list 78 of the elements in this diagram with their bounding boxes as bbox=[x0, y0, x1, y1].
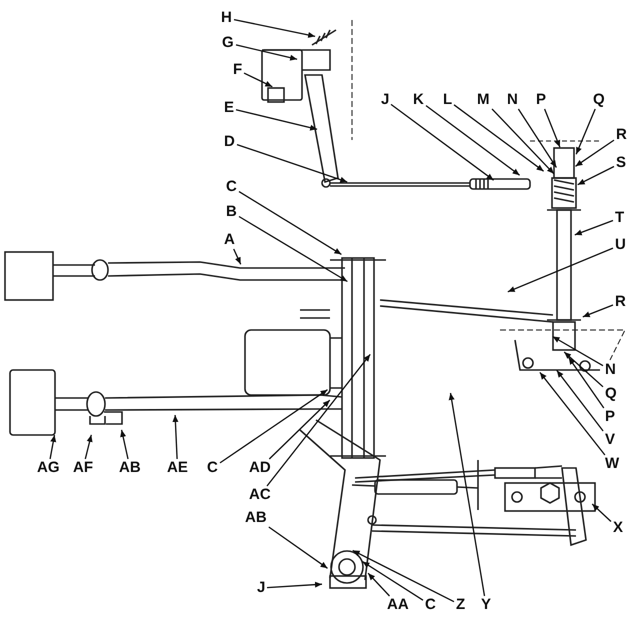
leader-line bbox=[49, 434, 56, 460]
callout-letter: C bbox=[225, 179, 238, 195]
callout-letter: AA bbox=[386, 597, 410, 613]
callout-letter: H bbox=[220, 10, 233, 26]
leader-line bbox=[368, 572, 390, 596]
callout-letter: T bbox=[614, 210, 626, 226]
leader-line bbox=[238, 191, 342, 255]
callout-letter: G bbox=[221, 35, 235, 51]
callout-letter: C bbox=[206, 460, 219, 476]
callout-letter: R bbox=[615, 127, 628, 143]
leader-line bbox=[518, 108, 557, 168]
callout-letter: AG bbox=[36, 460, 60, 476]
leader-line bbox=[577, 166, 614, 186]
leader-line bbox=[574, 220, 614, 236]
callout-letter: B bbox=[225, 204, 238, 220]
callout-letter: AB bbox=[244, 510, 268, 526]
leader-line bbox=[564, 352, 604, 388]
leader-line bbox=[268, 400, 330, 460]
leader-line bbox=[238, 216, 348, 282]
leader-line bbox=[592, 504, 612, 522]
leader-line bbox=[454, 104, 544, 172]
callout-letter: AE bbox=[166, 460, 189, 476]
callout-letter: Q bbox=[592, 92, 606, 108]
callout-letter: U bbox=[614, 237, 627, 253]
leader-line bbox=[362, 561, 424, 601]
leader-line bbox=[544, 108, 560, 148]
callout-letter: E bbox=[223, 100, 236, 116]
callout-letter: S bbox=[615, 155, 628, 171]
leader-line bbox=[233, 248, 242, 265]
leader-line bbox=[234, 18, 316, 38]
leader-line bbox=[568, 357, 604, 408]
leader-line bbox=[220, 389, 328, 464]
leader-line bbox=[236, 144, 348, 183]
leader-line bbox=[266, 582, 322, 588]
callout-letter: Q bbox=[604, 386, 618, 402]
leader-line bbox=[84, 434, 93, 460]
callout-letter: AB bbox=[118, 460, 142, 476]
callout-letter: AD bbox=[248, 460, 272, 476]
leader-line bbox=[390, 104, 494, 181]
leader-line bbox=[268, 526, 328, 569]
leader-line bbox=[576, 108, 596, 154]
leader-line bbox=[236, 109, 318, 131]
callout-letter: K bbox=[412, 92, 425, 108]
leader-line bbox=[244, 72, 273, 88]
callout-letter: C bbox=[424, 597, 437, 613]
leader-line bbox=[352, 550, 454, 602]
leader-line bbox=[582, 304, 614, 318]
callout-letter: N bbox=[506, 92, 519, 108]
callout-letter: Y bbox=[480, 597, 492, 613]
leader-line bbox=[552, 336, 604, 366]
callout-letter: X bbox=[612, 520, 624, 536]
callout-letter: F bbox=[232, 62, 244, 78]
leader-line bbox=[426, 105, 520, 176]
leader-line bbox=[539, 372, 606, 456]
callout-letter: Z bbox=[455, 597, 466, 613]
callout-letter: L bbox=[442, 92, 454, 108]
callout-letter: M bbox=[476, 92, 490, 108]
callout-letter: V bbox=[604, 432, 616, 448]
leader-line bbox=[120, 430, 129, 460]
callout-letter: P bbox=[604, 409, 616, 425]
leader-line bbox=[266, 354, 371, 486]
callout-letter: D bbox=[223, 134, 236, 150]
leader-line bbox=[575, 140, 614, 167]
callout-letter: R bbox=[614, 294, 627, 310]
leader-line bbox=[508, 248, 614, 292]
callout-letter: AC bbox=[248, 487, 272, 503]
leader-line bbox=[448, 392, 486, 596]
leader-line bbox=[236, 44, 298, 61]
callout-letter: A bbox=[223, 232, 236, 248]
callout-letter: W bbox=[604, 456, 620, 472]
callout-letter: J bbox=[256, 580, 266, 596]
callout-letter: AF bbox=[72, 460, 94, 476]
callout-letter: P bbox=[535, 92, 548, 108]
leader-line bbox=[492, 108, 554, 174]
callout-letter: N bbox=[604, 362, 617, 378]
leader-line bbox=[556, 370, 604, 432]
leader-line bbox=[172, 414, 178, 460]
callout-letter: J bbox=[380, 92, 390, 108]
